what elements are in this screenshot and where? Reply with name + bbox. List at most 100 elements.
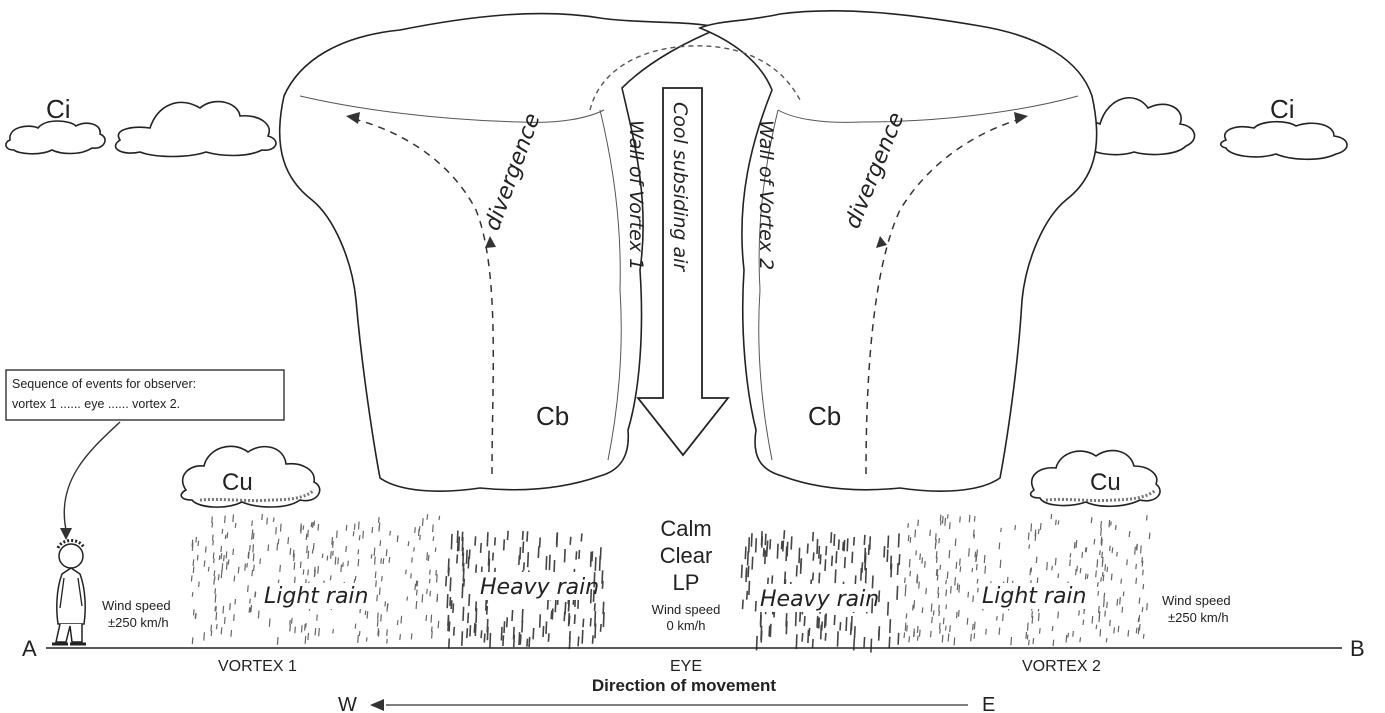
rain-drop xyxy=(742,565,743,578)
rain-drop xyxy=(254,565,255,571)
rain-drop xyxy=(191,575,192,581)
rain-drop xyxy=(595,557,596,571)
rain-drop xyxy=(193,567,194,574)
cb-label-right: Cb xyxy=(808,401,841,431)
rain-drop xyxy=(437,597,438,602)
rain-drop xyxy=(590,618,591,626)
rain-drop xyxy=(905,585,906,591)
rain-drop xyxy=(1040,523,1041,530)
rain-drop xyxy=(969,548,970,556)
rain-drop xyxy=(1104,593,1105,599)
rain-drop xyxy=(748,551,749,565)
rain-drop xyxy=(955,577,956,585)
rain-drop xyxy=(481,630,482,638)
rain-drop xyxy=(382,576,383,581)
rain-drop xyxy=(252,529,253,535)
rain-drop xyxy=(520,547,521,560)
rain-drop xyxy=(1070,553,1071,557)
rain-drop xyxy=(575,614,576,624)
rain-drop xyxy=(913,605,914,611)
rain-drop xyxy=(918,520,919,526)
rain-drop xyxy=(489,559,490,574)
rain-drop xyxy=(451,600,452,609)
rain-drop xyxy=(379,517,380,523)
rain-drop xyxy=(529,637,530,647)
cu-label-left: Cu xyxy=(222,469,253,496)
rain-drop xyxy=(835,569,836,583)
rain-drop xyxy=(797,565,798,576)
rain-drop xyxy=(358,549,359,554)
rain-drop xyxy=(951,586,952,594)
rain-drop xyxy=(1007,577,1008,584)
rain-drop xyxy=(1028,532,1029,539)
rain-drop xyxy=(248,585,249,592)
rain-drop xyxy=(211,625,212,632)
rain-drop xyxy=(439,516,440,520)
rain-drop xyxy=(508,531,509,540)
rain-drop xyxy=(926,588,927,594)
rain-drop xyxy=(338,558,339,565)
rain-drop xyxy=(380,587,381,595)
light-rain-label-right: Light rain xyxy=(982,584,1086,609)
rain-drop xyxy=(430,570,431,575)
rain-drop xyxy=(832,556,833,566)
rain-drop xyxy=(917,626,918,633)
rain-drop xyxy=(417,581,418,586)
rain-drop xyxy=(1073,631,1074,637)
rain-drop xyxy=(825,633,826,641)
rain-drop xyxy=(974,633,975,639)
rain-drop xyxy=(292,618,293,624)
rain-drop xyxy=(602,581,603,589)
rain-drop xyxy=(1035,533,1036,541)
rain-drop xyxy=(428,555,429,561)
rain-drop xyxy=(223,606,224,614)
rain-drop xyxy=(470,625,471,636)
rain-drop xyxy=(940,629,941,634)
rain-drop xyxy=(906,613,907,618)
rain-drop xyxy=(481,543,482,553)
rain-drop xyxy=(400,634,401,640)
rain-drop xyxy=(548,633,549,642)
rain-drop xyxy=(569,616,570,625)
rain-drop xyxy=(457,531,458,543)
light-rain-field-left xyxy=(191,514,439,645)
rain-drop xyxy=(412,557,413,562)
rain-drop xyxy=(1085,548,1086,553)
rain-drop xyxy=(761,631,762,643)
rain-drop xyxy=(974,622,975,630)
rain-drop xyxy=(414,547,415,551)
cirrus-cloud-left-1 xyxy=(6,121,105,154)
rain-drop xyxy=(746,570,747,582)
rain-drop xyxy=(960,566,961,571)
rain-drop xyxy=(819,618,820,629)
rain-drop xyxy=(999,543,1000,550)
rain-drop xyxy=(1003,614,1004,622)
rain-drop xyxy=(1038,529,1039,534)
rain-drop xyxy=(1110,620,1111,626)
rain-drop xyxy=(438,621,439,628)
rain-drop xyxy=(419,529,420,536)
rain-drop xyxy=(221,570,222,578)
rain-drop xyxy=(363,531,364,539)
rain-drop xyxy=(888,536,889,549)
rain-drop xyxy=(322,554,323,558)
rain-drop xyxy=(973,624,974,630)
rain-drop xyxy=(431,615,432,623)
direction-label: Direction of movement xyxy=(592,676,777,695)
rain-drop xyxy=(809,628,810,636)
rain-drop xyxy=(791,536,792,549)
rain-drop xyxy=(255,592,256,597)
rain-drop xyxy=(333,629,334,633)
rain-drop xyxy=(557,533,558,545)
rain-drop xyxy=(192,543,193,551)
rain-drop xyxy=(954,638,955,646)
rain-drop xyxy=(920,554,921,560)
rain-drop xyxy=(570,631,571,640)
east-label: E xyxy=(982,694,995,713)
rain-drop xyxy=(251,605,252,612)
rain-drop xyxy=(247,563,248,567)
rain-drop xyxy=(968,592,969,598)
rain-drop xyxy=(796,634,797,649)
observer-note-line2: vortex 1 ...... eye ...... vortex 2. xyxy=(12,397,180,411)
rain-drop xyxy=(1101,577,1102,582)
